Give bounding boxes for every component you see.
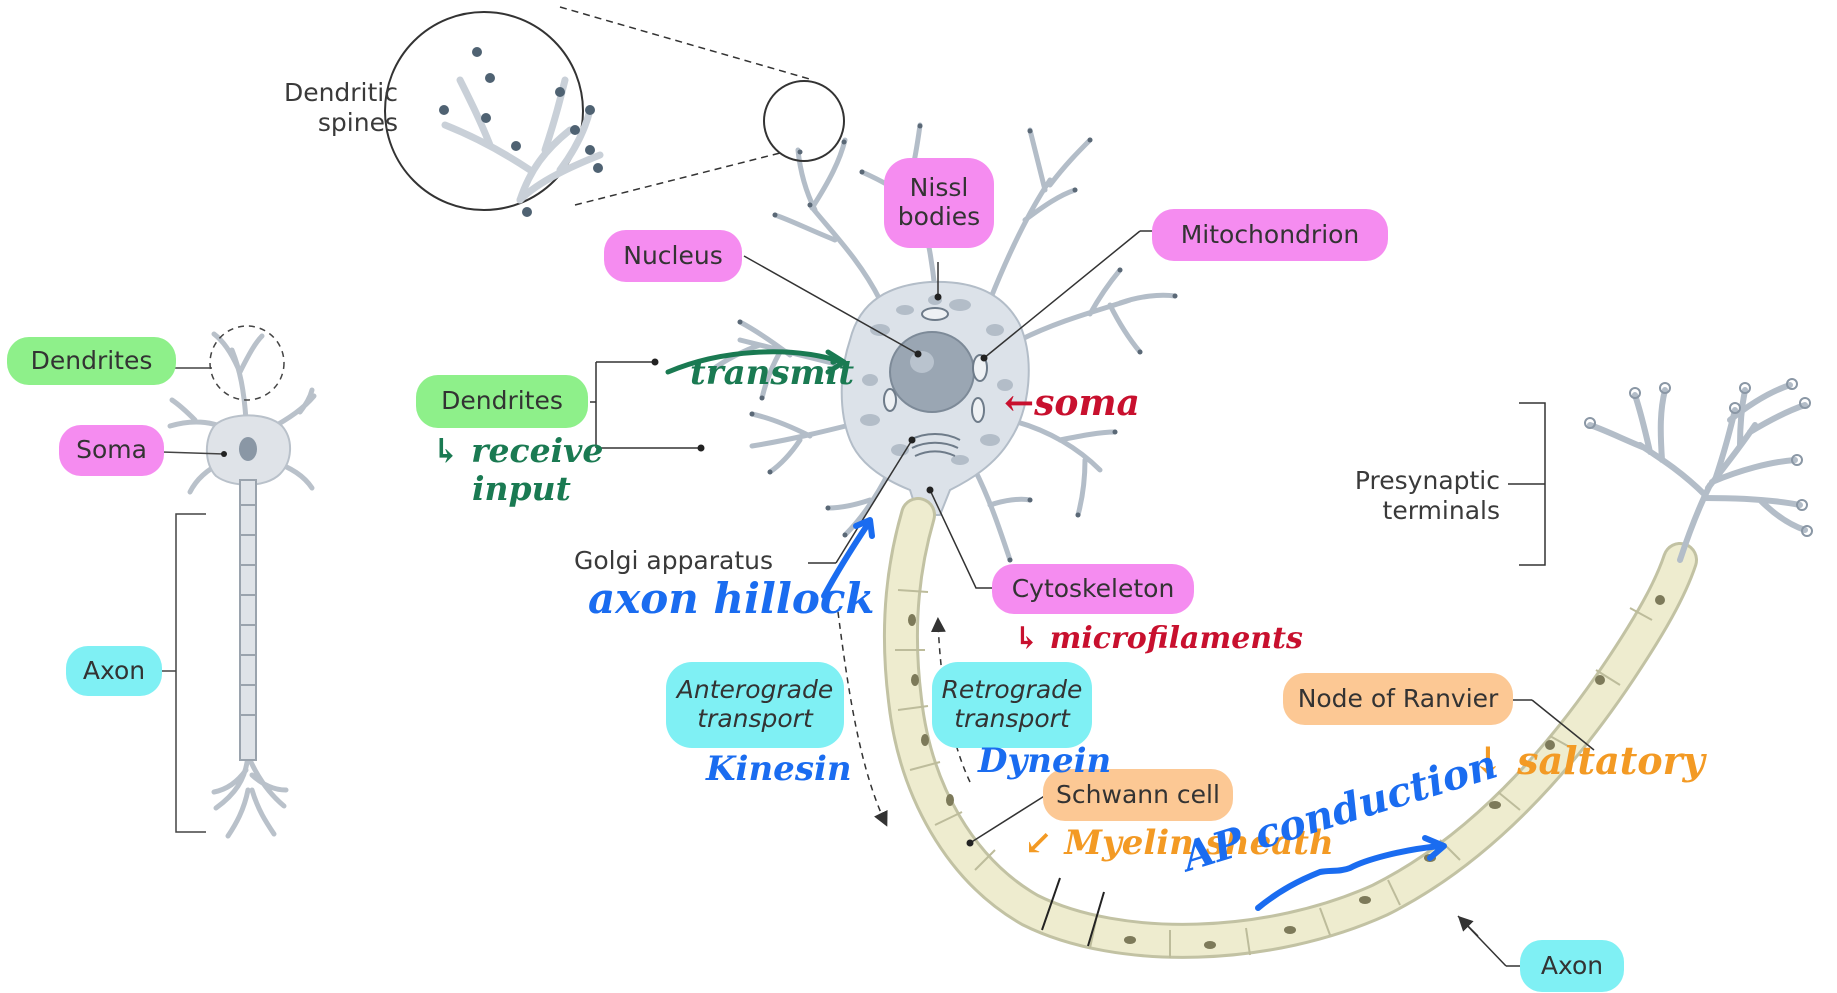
label-dendrites-small: Dendrites bbox=[7, 337, 176, 385]
note-receive-input: ↳ receive input bbox=[432, 432, 603, 508]
label-nissl-line1: Nissl bbox=[909, 173, 969, 203]
note-microfilaments: ↳ microfilaments bbox=[1014, 621, 1303, 656]
note-soma: ←soma bbox=[1004, 382, 1140, 424]
label-retrograde-transport: Retrograde transport bbox=[932, 662, 1092, 748]
label-node-of-ranvier: Node of Ranvier bbox=[1283, 673, 1513, 725]
label-anterograde-line1: Anterograde bbox=[676, 675, 834, 705]
label-retrograde-line2: transport bbox=[954, 704, 1070, 733]
label-presynaptic-terminals: Presynaptic terminals bbox=[1332, 466, 1500, 525]
label-dendritic-spines: Dendritic spines bbox=[272, 78, 398, 137]
label-dendrites-main: Dendrites bbox=[416, 375, 588, 428]
small-neuron bbox=[158, 325, 317, 839]
note-myelin-sheath: ↙ Myelin sheath bbox=[1024, 823, 1334, 863]
label-soma-small: Soma bbox=[59, 425, 164, 476]
main-neuron bbox=[384, 6, 1813, 967]
label-cytoskeleton: Cytoskeleton bbox=[992, 564, 1194, 614]
note-transmit: transmit bbox=[690, 353, 855, 393]
label-anterograde-line2: transport bbox=[697, 704, 813, 733]
label-nissl-bodies: Nissl bodies bbox=[884, 158, 994, 248]
label-dendritic-spines-line1: Dendritic bbox=[283, 78, 398, 107]
label-axon-small: Axon bbox=[66, 646, 162, 696]
label-nissl-line2: bodies bbox=[897, 202, 981, 231]
label-retrograde-line1: Retrograde bbox=[941, 675, 1083, 705]
label-schwann-cell: Schwann cell bbox=[1043, 769, 1233, 821]
label-axon-main: Axon bbox=[1520, 940, 1624, 992]
label-dendritic-spines-line2: spines bbox=[317, 107, 398, 137]
label-anterograde-transport: Anterograde transport bbox=[666, 662, 844, 748]
label-golgi-apparatus: Golgi apparatus bbox=[574, 546, 774, 575]
note-receive-line1: ↳ receive bbox=[432, 431, 604, 470]
note-dynein: Dynein bbox=[978, 741, 1112, 781]
note-saltatory: ↓ saltatory bbox=[1472, 738, 1705, 783]
label-nucleus: Nucleus bbox=[604, 230, 742, 282]
note-kinesin: Kinesin bbox=[706, 749, 852, 789]
label-mitochondrion: Mitochondrion bbox=[1152, 209, 1388, 261]
ink-strokes bbox=[665, 349, 1447, 911]
label-presynaptic-line1: Presynaptic bbox=[1354, 466, 1500, 495]
label-presynaptic-line2: terminals bbox=[1382, 495, 1500, 525]
note-axon-hillock: axon hillock bbox=[588, 574, 875, 623]
note-receive-line2: input bbox=[472, 468, 571, 508]
